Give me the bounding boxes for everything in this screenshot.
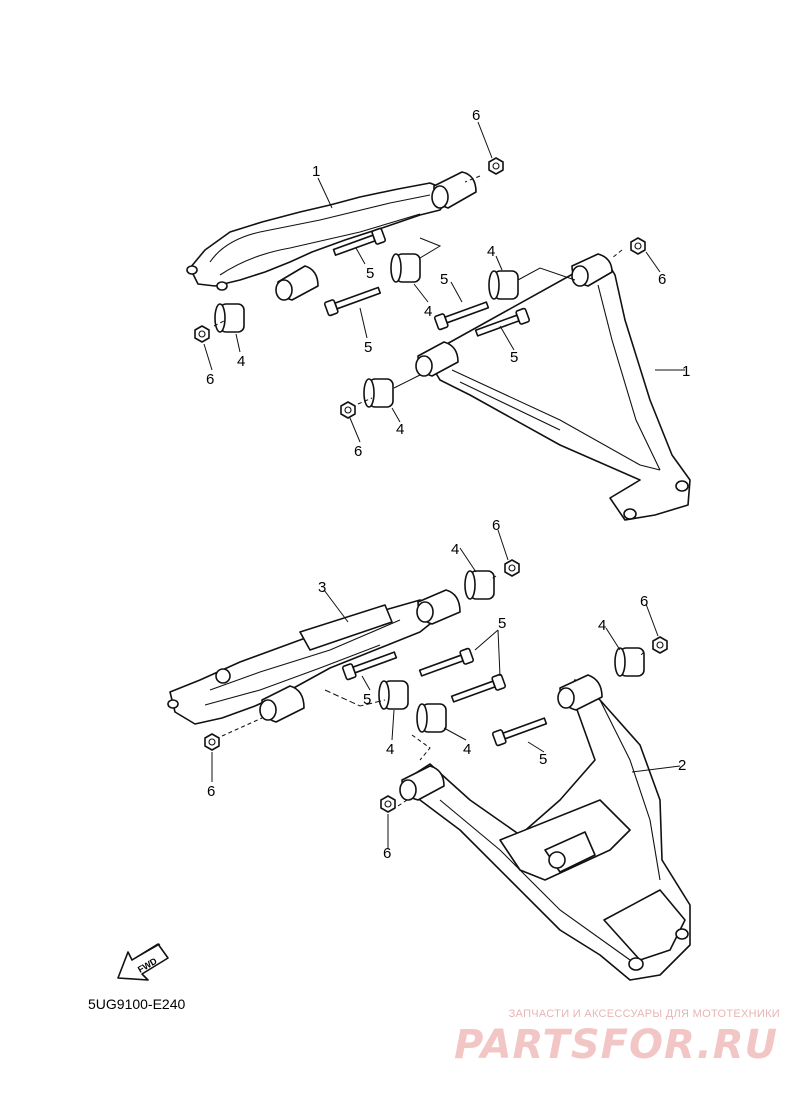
callout-3: 3 xyxy=(318,579,326,596)
callout-6: 6 xyxy=(640,593,648,610)
lower-arm-right xyxy=(399,674,691,981)
callout-5: 5 xyxy=(510,349,518,366)
callout-4: 4 xyxy=(386,741,394,758)
watermark-logo: PARTSFOR.RU xyxy=(453,1022,778,1068)
callout-1: 1 xyxy=(682,363,690,380)
callout-6: 6 xyxy=(354,443,362,460)
diagram-code: 5UG9100-E240 xyxy=(88,996,186,1012)
upper-arm-right xyxy=(415,253,691,521)
callout-6: 6 xyxy=(207,783,215,800)
callout-4: 4 xyxy=(463,741,471,758)
callout-5: 5 xyxy=(440,271,448,288)
callout-4: 4 xyxy=(396,421,404,438)
callout-6: 6 xyxy=(472,107,480,124)
lower-arm-left xyxy=(167,589,461,725)
callout-4: 4 xyxy=(451,541,459,558)
callout-6: 6 xyxy=(383,845,391,862)
callout-4: 4 xyxy=(237,353,245,370)
nuts xyxy=(194,157,668,813)
callout-numbers: 6 1 5 4 6 4 5 4 6 5 5 1 4 6 6 4 3 5 6 4 … xyxy=(206,107,690,862)
fwd-arrow: FWD xyxy=(117,943,169,981)
callout-5: 5 xyxy=(366,265,374,282)
callout-4: 4 xyxy=(598,617,606,634)
callout-5: 5 xyxy=(539,751,547,768)
callout-4: 4 xyxy=(424,303,432,320)
callout-2: 2 xyxy=(678,757,686,774)
upper-arm-left xyxy=(186,171,477,301)
assembly-lines xyxy=(213,175,645,807)
leader-lines xyxy=(203,121,685,848)
callout-5: 5 xyxy=(364,339,372,356)
callout-5: 5 xyxy=(498,615,506,632)
callout-6: 6 xyxy=(206,371,214,388)
watermark-tagline: ЗАПЧАСТИ И АКСЕССУАРЫ ДЛЯ МОТОТЕХНИКИ xyxy=(508,1008,780,1020)
bolts xyxy=(323,227,548,747)
callout-1: 1 xyxy=(312,163,320,180)
callout-6: 6 xyxy=(492,517,500,534)
bushings xyxy=(214,253,645,733)
callout-4: 4 xyxy=(487,243,495,260)
callout-6: 6 xyxy=(658,271,666,288)
callout-5: 5 xyxy=(363,691,371,708)
